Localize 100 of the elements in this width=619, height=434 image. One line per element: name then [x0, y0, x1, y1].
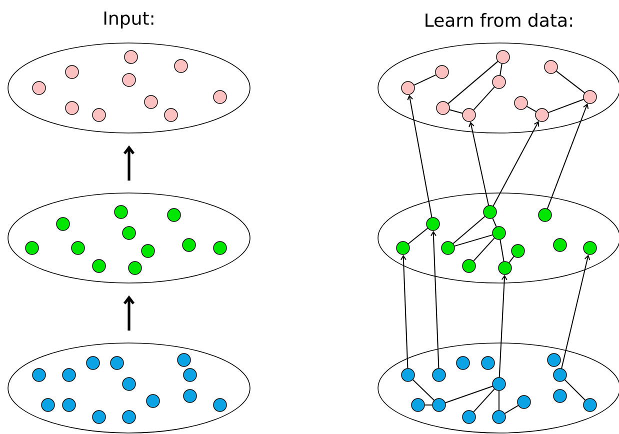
arrow: [468, 122, 490, 206]
arrow: [430, 230, 440, 369]
link-line: [526, 106, 537, 112]
dot: [456, 356, 470, 370]
link-line: [564, 379, 586, 401]
arrow: [498, 274, 508, 378]
dot: [401, 81, 415, 95]
link-line: [444, 386, 494, 404]
dot: [492, 226, 506, 240]
arrow: [561, 254, 590, 369]
link-line: [412, 379, 435, 401]
dot: [114, 205, 128, 219]
dot: [462, 259, 476, 273]
link-line: [452, 216, 486, 244]
dot: [432, 368, 446, 382]
link-line: [500, 239, 504, 262]
link-line: [556, 70, 586, 94]
dot: [122, 226, 136, 240]
dot: [553, 368, 567, 382]
dot: [92, 410, 106, 424]
dot: [92, 108, 106, 122]
dot: [511, 244, 525, 258]
dot: [164, 108, 178, 122]
dot: [544, 60, 558, 74]
dot: [517, 395, 531, 409]
arrow: [400, 254, 408, 369]
dot: [65, 65, 79, 79]
dot: [146, 394, 160, 408]
dot: [183, 389, 197, 403]
cluster-ellipse: [8, 192, 250, 284]
arrow: [123, 145, 135, 181]
dot: [41, 398, 55, 412]
dot: [213, 90, 227, 104]
dot: [535, 108, 549, 122]
dot: [496, 50, 510, 64]
dot: [514, 96, 528, 110]
dot: [498, 261, 512, 275]
dot: [62, 368, 76, 382]
dot: [396, 241, 410, 255]
dot: [56, 217, 70, 231]
dot: [86, 356, 100, 370]
dot: [547, 353, 561, 367]
link-line: [414, 74, 436, 86]
arrow: [123, 295, 135, 331]
link-line: [498, 390, 500, 411]
dot: [167, 208, 181, 222]
dot: [483, 205, 497, 219]
dot: [426, 217, 440, 231]
link-line: [473, 86, 495, 110]
link-line: [449, 109, 463, 114]
link-line: [500, 63, 502, 76]
dot: [122, 377, 136, 391]
dot: [174, 59, 188, 73]
link-line: [508, 256, 514, 264]
dot: [462, 108, 476, 122]
dot: [481, 356, 495, 370]
dot: [141, 244, 155, 258]
dot: [183, 368, 197, 382]
dot: [583, 398, 597, 412]
link-line: [504, 405, 519, 414]
dot: [71, 241, 85, 255]
dot: [92, 259, 106, 273]
dot: [462, 410, 476, 424]
link-line: [548, 98, 584, 114]
link-line: [473, 388, 495, 412]
dot: [432, 398, 446, 412]
link-line: [454, 234, 493, 247]
link-line: [492, 218, 497, 228]
dot: [435, 65, 449, 79]
dot: [401, 368, 415, 382]
heading: Input:: [104, 12, 154, 28]
dot: [25, 241, 39, 255]
dot: [441, 241, 455, 255]
link-line: [408, 228, 428, 244]
link-line: [448, 60, 498, 104]
dot: [583, 90, 597, 104]
dot: [553, 238, 567, 252]
link-line: [473, 238, 495, 262]
dot: [128, 261, 142, 275]
dot: [144, 95, 158, 109]
dot: [122, 410, 136, 424]
dot: [492, 410, 506, 424]
arrow: [492, 121, 540, 206]
dot: [213, 398, 227, 412]
dot: [65, 101, 79, 115]
dot: [213, 241, 227, 255]
dot: [583, 241, 597, 255]
dot: [538, 208, 552, 222]
cluster-ellipse: [8, 42, 250, 134]
dot: [411, 398, 425, 412]
dot: [492, 377, 506, 391]
link-line: [424, 404, 433, 406]
arrow: [407, 94, 432, 218]
dot: [32, 368, 46, 382]
dot: [182, 238, 196, 252]
heading: Learn from data:: [426, 13, 572, 27]
dot: [110, 356, 124, 370]
dot: [32, 81, 46, 95]
dot: [436, 101, 450, 115]
dot: [177, 353, 191, 367]
